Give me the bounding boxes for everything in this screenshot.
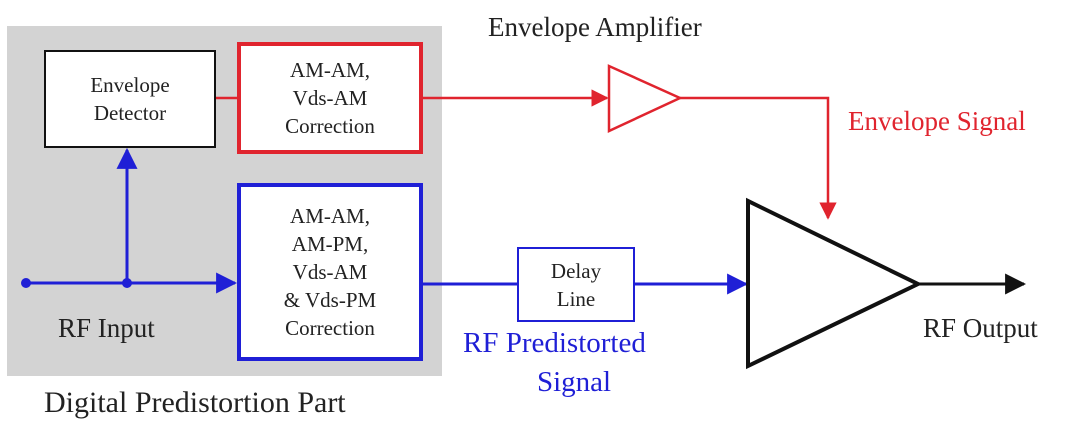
delay-line-block: Delay Line xyxy=(517,247,635,322)
rf-correction-text-2: AM-PM, xyxy=(291,232,369,256)
envelope-correction-text-2: Vds-AM xyxy=(292,86,368,110)
rf-input-node xyxy=(21,278,31,288)
rf-predistorted-label-line2: Signal xyxy=(537,366,612,398)
rf-correction-text-4: & Vds-PM xyxy=(283,288,377,312)
envelope-correction-text-3: Correction xyxy=(285,114,375,138)
envelope-correction-text-1: AM-AM, xyxy=(290,58,370,82)
envelope-signal-label: Envelope Signal xyxy=(848,106,1026,136)
envelope-detector-block: Envelope Detector xyxy=(44,50,216,148)
region-label: Digital Predistortion Part xyxy=(44,386,346,419)
envelope-amplifier-label: Envelope Amplifier xyxy=(488,12,702,42)
wire-env-amp-to-pa xyxy=(680,96,837,220)
envelope-correction-block: AM-AM, Vds-AM Correction xyxy=(237,42,423,154)
envelope-detector-text-1: Envelope xyxy=(90,73,170,97)
delay-line-text-2: Line xyxy=(556,286,596,311)
rf-correction-text-1: AM-AM, xyxy=(290,204,370,228)
rf-correction-text-5: Correction xyxy=(285,316,375,340)
rf-predistorted-label-line1: RF Predistorted xyxy=(463,327,646,359)
rf-output-label: RF Output xyxy=(923,313,1038,343)
rf-correction-block: AM-AM, AM-PM, Vds-AM & Vds-PM Correction xyxy=(237,183,423,361)
envelope-detector-text-2: Detector xyxy=(93,101,167,125)
power-amplifier-symbol xyxy=(746,197,923,370)
rf-correction-text-3: Vds-AM xyxy=(292,260,368,284)
envelope-amplifier-symbol xyxy=(607,64,684,133)
rf-input-label: RF Input xyxy=(58,313,155,343)
delay-line-text-1: Delay xyxy=(550,258,602,283)
